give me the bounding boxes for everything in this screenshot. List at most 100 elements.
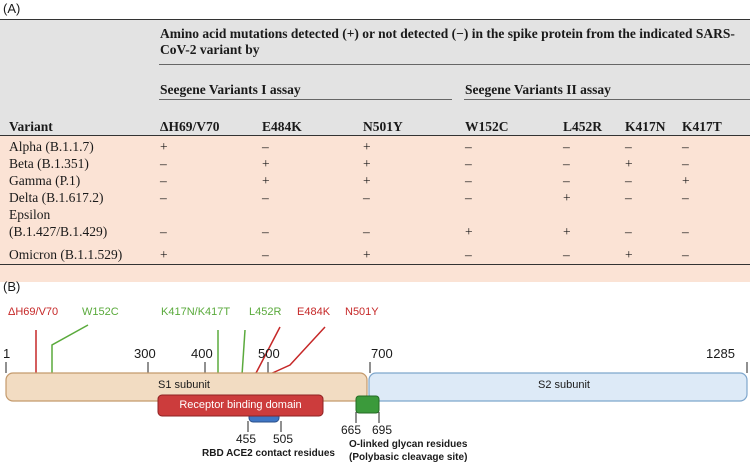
assay2-header: Seegene Variants II assay — [465, 82, 611, 97]
table-top-rule — [0, 19, 750, 20]
ace2-contact-label: RBD ACE2 contact residues — [202, 448, 335, 459]
panel-a-label: (A) — [3, 1, 21, 16]
ace2-end-label: 505 — [273, 432, 294, 446]
group-header: Amino acid mutations detected (+) or not… — [160, 26, 735, 57]
glycan-label-line1: O-linked glycan residues — [349, 439, 468, 450]
marker-n501y-line — [267, 326, 326, 376]
col-header-n501y: N501Y — [363, 119, 403, 134]
assay1-header: Seegene Variants I assay — [160, 82, 301, 97]
col-header-k417n: K417N — [625, 119, 666, 134]
marker-e484k-line — [254, 326, 281, 376]
table-cell: + — [160, 247, 168, 262]
col-header-w152c: W152C — [465, 119, 509, 134]
table-cell: + — [363, 156, 371, 171]
table-cell: – — [262, 190, 269, 205]
table-cell: – — [625, 224, 632, 239]
col-header-variant: Variant — [9, 119, 53, 134]
assay1-rule — [159, 99, 452, 100]
s1-subunit-label: S1 subunit — [158, 379, 210, 391]
row-variant-name: Epsilon — [9, 207, 51, 222]
table-cell: – — [363, 190, 370, 205]
row-variant-lineage: (B.1.427/B.1.429) — [9, 224, 108, 239]
glycan-label-line2: (Polybasic cleavage site) — [349, 452, 468, 463]
table-cell: – — [465, 139, 472, 154]
table-cell: – — [465, 190, 472, 205]
table-cell: – — [563, 139, 570, 154]
table-cell: + — [625, 247, 633, 262]
ace2-start-label: 455 — [236, 432, 257, 446]
marker-w152c-line — [51, 324, 89, 375]
table-cell: + — [363, 139, 371, 154]
table-cell: + — [563, 224, 571, 239]
table-cell: + — [160, 139, 168, 154]
position-500: 500 — [258, 346, 280, 361]
label-n501y: N501Y — [345, 306, 379, 318]
table-cell: – — [625, 190, 632, 205]
position-1: 1 — [3, 346, 11, 361]
row-variant-name: Delta (B.1.617.2) — [9, 190, 104, 205]
table-body-background — [0, 136, 750, 282]
rbd-label: Receptor binding domain — [179, 399, 302, 411]
s2-subunit-label: S2 subunit — [538, 379, 590, 391]
position-300: 300 — [134, 346, 156, 361]
group-header-rule — [159, 64, 750, 65]
row-variant-name: Alpha (B.1.1.7) — [9, 139, 94, 154]
table-cell: + — [363, 247, 371, 262]
table-cell: – — [465, 247, 472, 262]
col-header-e484k: E484K — [262, 119, 302, 134]
table-cell: – — [363, 224, 370, 239]
table-cell: – — [625, 173, 632, 188]
col-header-k417t: K417T — [682, 119, 722, 134]
col-header-l452r: L452R — [563, 119, 603, 134]
table-cell: – — [625, 139, 632, 154]
row-variant-name: Beta (B.1.351) — [9, 156, 89, 171]
table-header-background — [0, 19, 750, 136]
spike-protein-diagram: ΔH69/V70 W152C K417N/K417T L452R E484K N… — [0, 283, 750, 468]
panel-b-label: (B) — [3, 279, 21, 294]
table-cell: – — [563, 156, 570, 171]
table-cell: – — [465, 156, 472, 171]
table-cell: – — [563, 173, 570, 188]
label-dh69v70: ΔH69/V70 — [8, 306, 59, 318]
table-cell: – — [160, 156, 167, 171]
table-cell: + — [262, 156, 270, 171]
glycan-end-label: 695 — [372, 423, 393, 437]
position-1285: 1285 — [706, 346, 735, 361]
label-e484k: E484K — [297, 306, 331, 318]
position-700: 700 — [371, 346, 393, 361]
marker-l452r-line — [241, 329, 246, 376]
row-variant-name: Gamma (P.1) — [9, 173, 81, 188]
s2-subunit-bar — [368, 372, 748, 402]
table-bottom-rule — [0, 264, 750, 265]
assay2-rule — [464, 99, 750, 100]
label-w152c: W152C — [82, 306, 119, 318]
table-cell: – — [563, 247, 570, 262]
position-400: 400 — [191, 346, 213, 361]
table-cell: – — [160, 224, 167, 239]
table-cell: + — [262, 173, 270, 188]
table-cell: – — [160, 190, 167, 205]
table-cell: – — [465, 173, 472, 188]
table-cell: – — [262, 247, 269, 262]
label-l452r: L452R — [249, 306, 282, 318]
label-k417n-k417t: K417N/K417T — [161, 306, 231, 318]
spike-svg — [5, 324, 748, 432]
glycan-start-label: 665 — [341, 423, 362, 437]
glycan-site-box — [355, 395, 380, 414]
table-cell: – — [160, 173, 167, 188]
table-cell: + — [563, 190, 571, 205]
mutation-table: Amino acid mutations detected (+) or not… — [0, 19, 750, 282]
table-cell: – — [262, 139, 269, 154]
table-cell: + — [363, 173, 371, 188]
table-cell: + — [682, 173, 690, 188]
col-header-dh69v70: ΔH69/V70 — [160, 119, 220, 134]
table-cell: – — [682, 224, 689, 239]
table-cell: – — [682, 247, 689, 262]
rbd-bar — [157, 394, 324, 417]
table-cell: – — [682, 190, 689, 205]
table-cell: + — [465, 224, 473, 239]
header-bottom-rule — [0, 135, 750, 136]
table-cell: – — [262, 224, 269, 239]
table-cell: – — [682, 139, 689, 154]
table-cell: – — [682, 156, 689, 171]
